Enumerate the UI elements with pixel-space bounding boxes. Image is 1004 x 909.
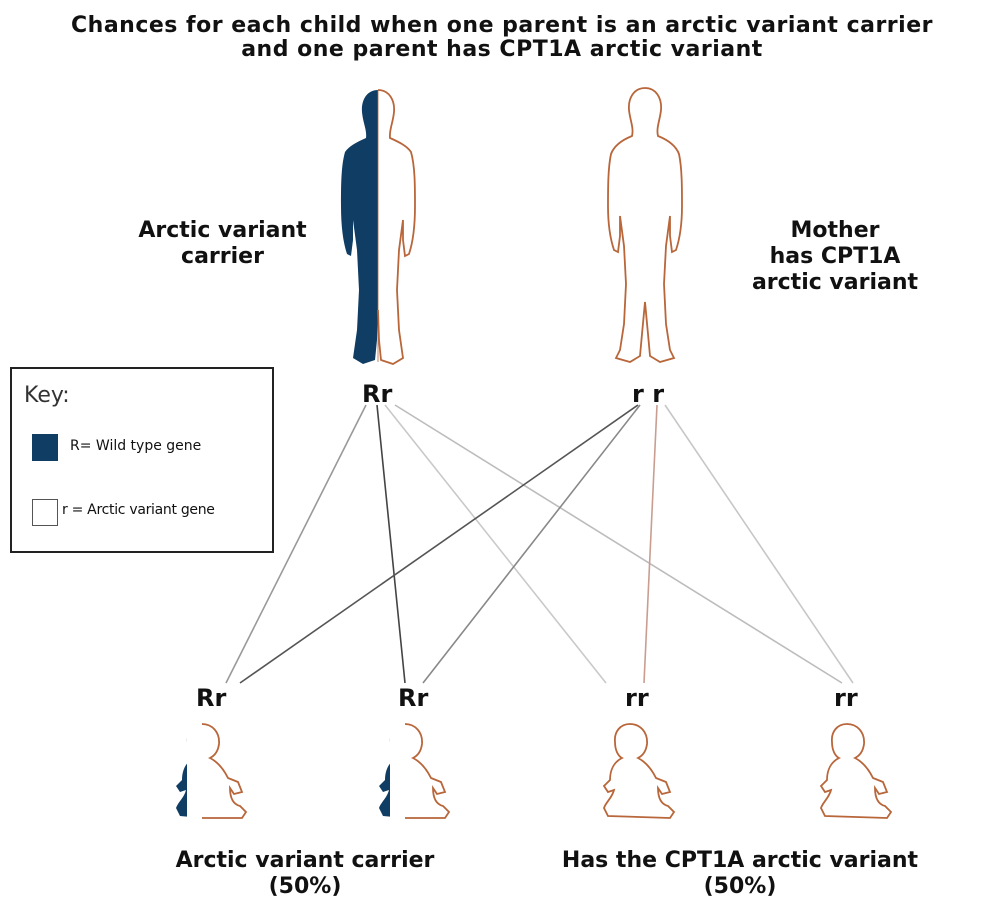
mother-label-line1: Mother bbox=[720, 218, 950, 244]
line-father-R-child2 bbox=[377, 405, 405, 683]
key-legend: Key: R= Wild type gene r = Arctic varian… bbox=[10, 367, 274, 553]
child-figure-4 bbox=[821, 724, 891, 818]
key-title: Key: bbox=[24, 383, 70, 408]
line-mother-r-child1 bbox=[240, 405, 638, 683]
child-figure-2 bbox=[379, 724, 449, 818]
father-label: Arctic variant carrier bbox=[110, 218, 335, 270]
variant-outcome-label: Has the CPT1A arctic variant bbox=[520, 848, 960, 874]
child-figure-1 bbox=[176, 724, 246, 818]
child-figure-3 bbox=[604, 724, 674, 818]
carrier-outcome-label: Arctic variant carrier bbox=[120, 848, 490, 874]
child-genotype-2: Rr bbox=[398, 685, 428, 711]
wild-type-swatch bbox=[32, 434, 58, 461]
child-genotype-1: Rr bbox=[196, 685, 226, 711]
carrier-outcome-percent: (50%) bbox=[120, 874, 490, 900]
father-label-line1: Arctic variant bbox=[110, 218, 335, 244]
arctic-variant-swatch bbox=[32, 499, 58, 526]
inheritance-lines bbox=[226, 405, 853, 683]
mother-label-line2: has CPT1A bbox=[720, 244, 950, 270]
mother-label: Mother has CPT1A arctic variant bbox=[720, 218, 950, 296]
line-father-r-child4 bbox=[395, 405, 842, 683]
mother-genotype: r r bbox=[632, 381, 664, 407]
variant-outcome-percent: (50%) bbox=[520, 874, 960, 900]
variant-outcome: Has the CPT1A arctic variant (50%) bbox=[520, 848, 960, 900]
arctic-variant-key-label: r = Arctic variant gene bbox=[62, 502, 215, 518]
father-figure bbox=[341, 90, 415, 364]
line-mother-r-child3 bbox=[644, 405, 657, 683]
line-mother-r-child4 bbox=[665, 405, 853, 683]
carrier-outcome: Arctic variant carrier (50%) bbox=[120, 848, 490, 900]
mother-label-line3: arctic variant bbox=[720, 270, 950, 296]
line-mother-r-child2 bbox=[423, 405, 640, 683]
father-genotype: Rr bbox=[362, 381, 392, 407]
line-father-r-child3 bbox=[385, 405, 606, 683]
father-label-line2: carrier bbox=[110, 244, 335, 270]
child-genotype-3: rr bbox=[625, 685, 649, 711]
mother-figure bbox=[608, 88, 682, 362]
child-genotype-4: rr bbox=[834, 685, 858, 711]
wild-type-key-label: R= Wild type gene bbox=[70, 438, 201, 454]
